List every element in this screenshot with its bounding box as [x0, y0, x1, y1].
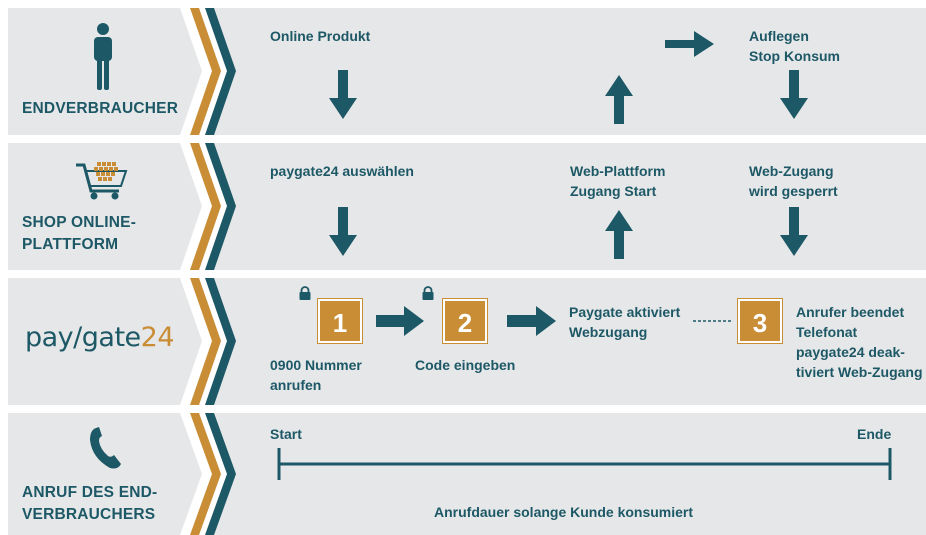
paygate24-logo: pay/gate24 — [25, 322, 175, 353]
arrow-down-row2-right — [780, 207, 808, 256]
row-label-anruf: ANRUF DES END- VERBRAUCHERS — [22, 484, 158, 523]
chevron-row-2 — [180, 143, 236, 270]
text-web-zugang-gesperrt: Web-Zugang wird gesperrt — [749, 163, 838, 199]
arrow-right-step2 — [507, 306, 556, 336]
chevron-row-4 — [180, 413, 236, 535]
timeline — [277, 448, 892, 480]
text-ende: Ende — [857, 426, 892, 442]
text-step3: Anrufer beendet Telefonat paygate24 deak… — [796, 304, 923, 380]
text-paygate-aktiviert: Paygate aktiviert Webzugang — [569, 304, 681, 340]
text-step1: 0900 Nummer anrufen — [270, 357, 362, 393]
row-label-shop: SHOP ONLINE- PLATTFORM — [22, 214, 137, 253]
chevron-row-1 — [180, 8, 236, 135]
arrow-right-step1 — [376, 306, 424, 336]
person-icon — [94, 23, 112, 90]
arrow-right-auflegen — [665, 31, 714, 57]
arrow-down-online-produkt — [329, 70, 357, 119]
row-label-endverbraucher: ENDVERBRAUCHER — [22, 100, 179, 117]
lock-icon — [299, 286, 311, 300]
text-paygate-auswaehlen: paygate24 auswählen — [270, 163, 414, 179]
row-shop — [8, 143, 926, 270]
text-web-plattform-start: Web-Plattform Zugang Start — [570, 163, 666, 199]
step-badge-2: 2 — [442, 298, 488, 344]
arrow-down-row1-right — [780, 70, 808, 119]
text-auflegen: Auflegen Stop Konsum — [749, 28, 840, 64]
text-online-produkt: Online Produkt — [270, 28, 371, 44]
text-step2: Code eingeben — [415, 357, 516, 373]
phone-icon — [90, 427, 121, 469]
step-badge-1: 1 — [317, 298, 363, 344]
text-anrufdauer: Anrufdauer solange Kunde konsumiert — [434, 504, 694, 520]
step-badge-3: 3 — [737, 298, 783, 344]
arrow-up-row2 — [605, 210, 633, 259]
text-start: Start — [270, 426, 302, 442]
row-anruf — [8, 413, 926, 535]
arrow-up-row1 — [605, 75, 633, 124]
row-endverbraucher — [8, 8, 926, 135]
shopping-cart-icon — [76, 162, 128, 200]
lock-icon — [422, 286, 434, 300]
chevron-row-3 — [180, 278, 236, 405]
arrow-down-auswaehlen — [329, 207, 357, 256]
